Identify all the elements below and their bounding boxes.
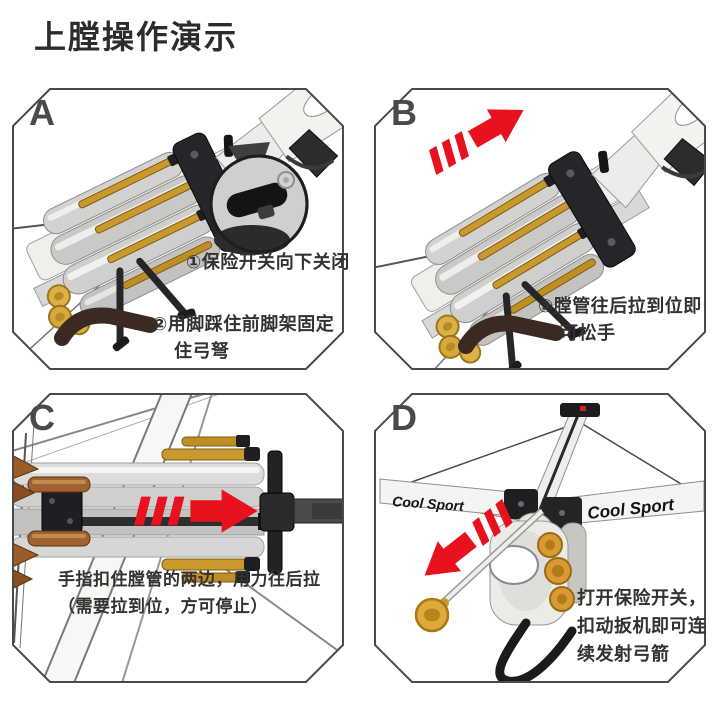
page-title: 上膛操作演示	[34, 19, 239, 55]
step-d-text-line3: 续发射弓箭	[577, 644, 670, 664]
suction-cup-dart	[414, 508, 545, 633]
wood-grip-bottom	[27, 530, 91, 547]
safety-switch-callout	[209, 142, 309, 255]
step-3-text-line1: ③膛管往后拉到位即	[538, 296, 702, 316]
panel-d-illustration: Cool Sport Cool Sport	[374, 393, 706, 683]
panel-c-illustration	[12, 393, 344, 683]
stored-suction-darts	[537, 532, 575, 612]
step-c-text-line1: 手指扣住膛管的两边，用力往后拉	[58, 570, 321, 589]
cool-sport-logo-left: Cool Sport	[392, 493, 466, 514]
panel-d-label: D	[391, 397, 417, 438]
panel-b-illustration	[374, 88, 706, 370]
panel-c-label: C	[29, 397, 55, 438]
panel-d: Cool Sport Cool Sport	[374, 393, 706, 683]
panel-a: A ①保险开关向下关闭 ②用脚踩住前脚架固定 住弓弩	[12, 88, 349, 370]
step-d-text-line2: 扣动扳机即可连	[577, 616, 707, 636]
foot-strap	[54, 307, 158, 346]
panel-b-label: B	[391, 92, 417, 133]
panel-b: B ③膛管往后拉到位即 可松手	[374, 88, 706, 370]
step-d-text-line1: 打开保险开关，	[577, 588, 707, 608]
panel-a-label: A	[29, 92, 55, 133]
panel-a-illustration	[12, 88, 344, 370]
wood-grip-top	[27, 476, 91, 493]
step-2-text-line2: 住弓弩	[174, 341, 230, 361]
step-1-text: ①保险开关向下关闭	[186, 252, 350, 272]
panel-c: C 手指扣住膛管的两边，用力往后拉 （需要拉到位，方可停止）	[12, 393, 344, 683]
step-c-text-line2: （需要拉到位，方可停止）	[58, 597, 268, 616]
cocking-stirrup	[495, 618, 577, 682]
step-2-text-line1: ②用脚踩住前脚架固定	[152, 314, 335, 334]
pull-direction-arrow-icon	[420, 93, 534, 181]
crossbow-front-view: Cool Sport Cool Sport	[379, 403, 705, 682]
step-3-text-line2: 可松手	[560, 323, 616, 343]
foot-strap	[458, 315, 564, 354]
